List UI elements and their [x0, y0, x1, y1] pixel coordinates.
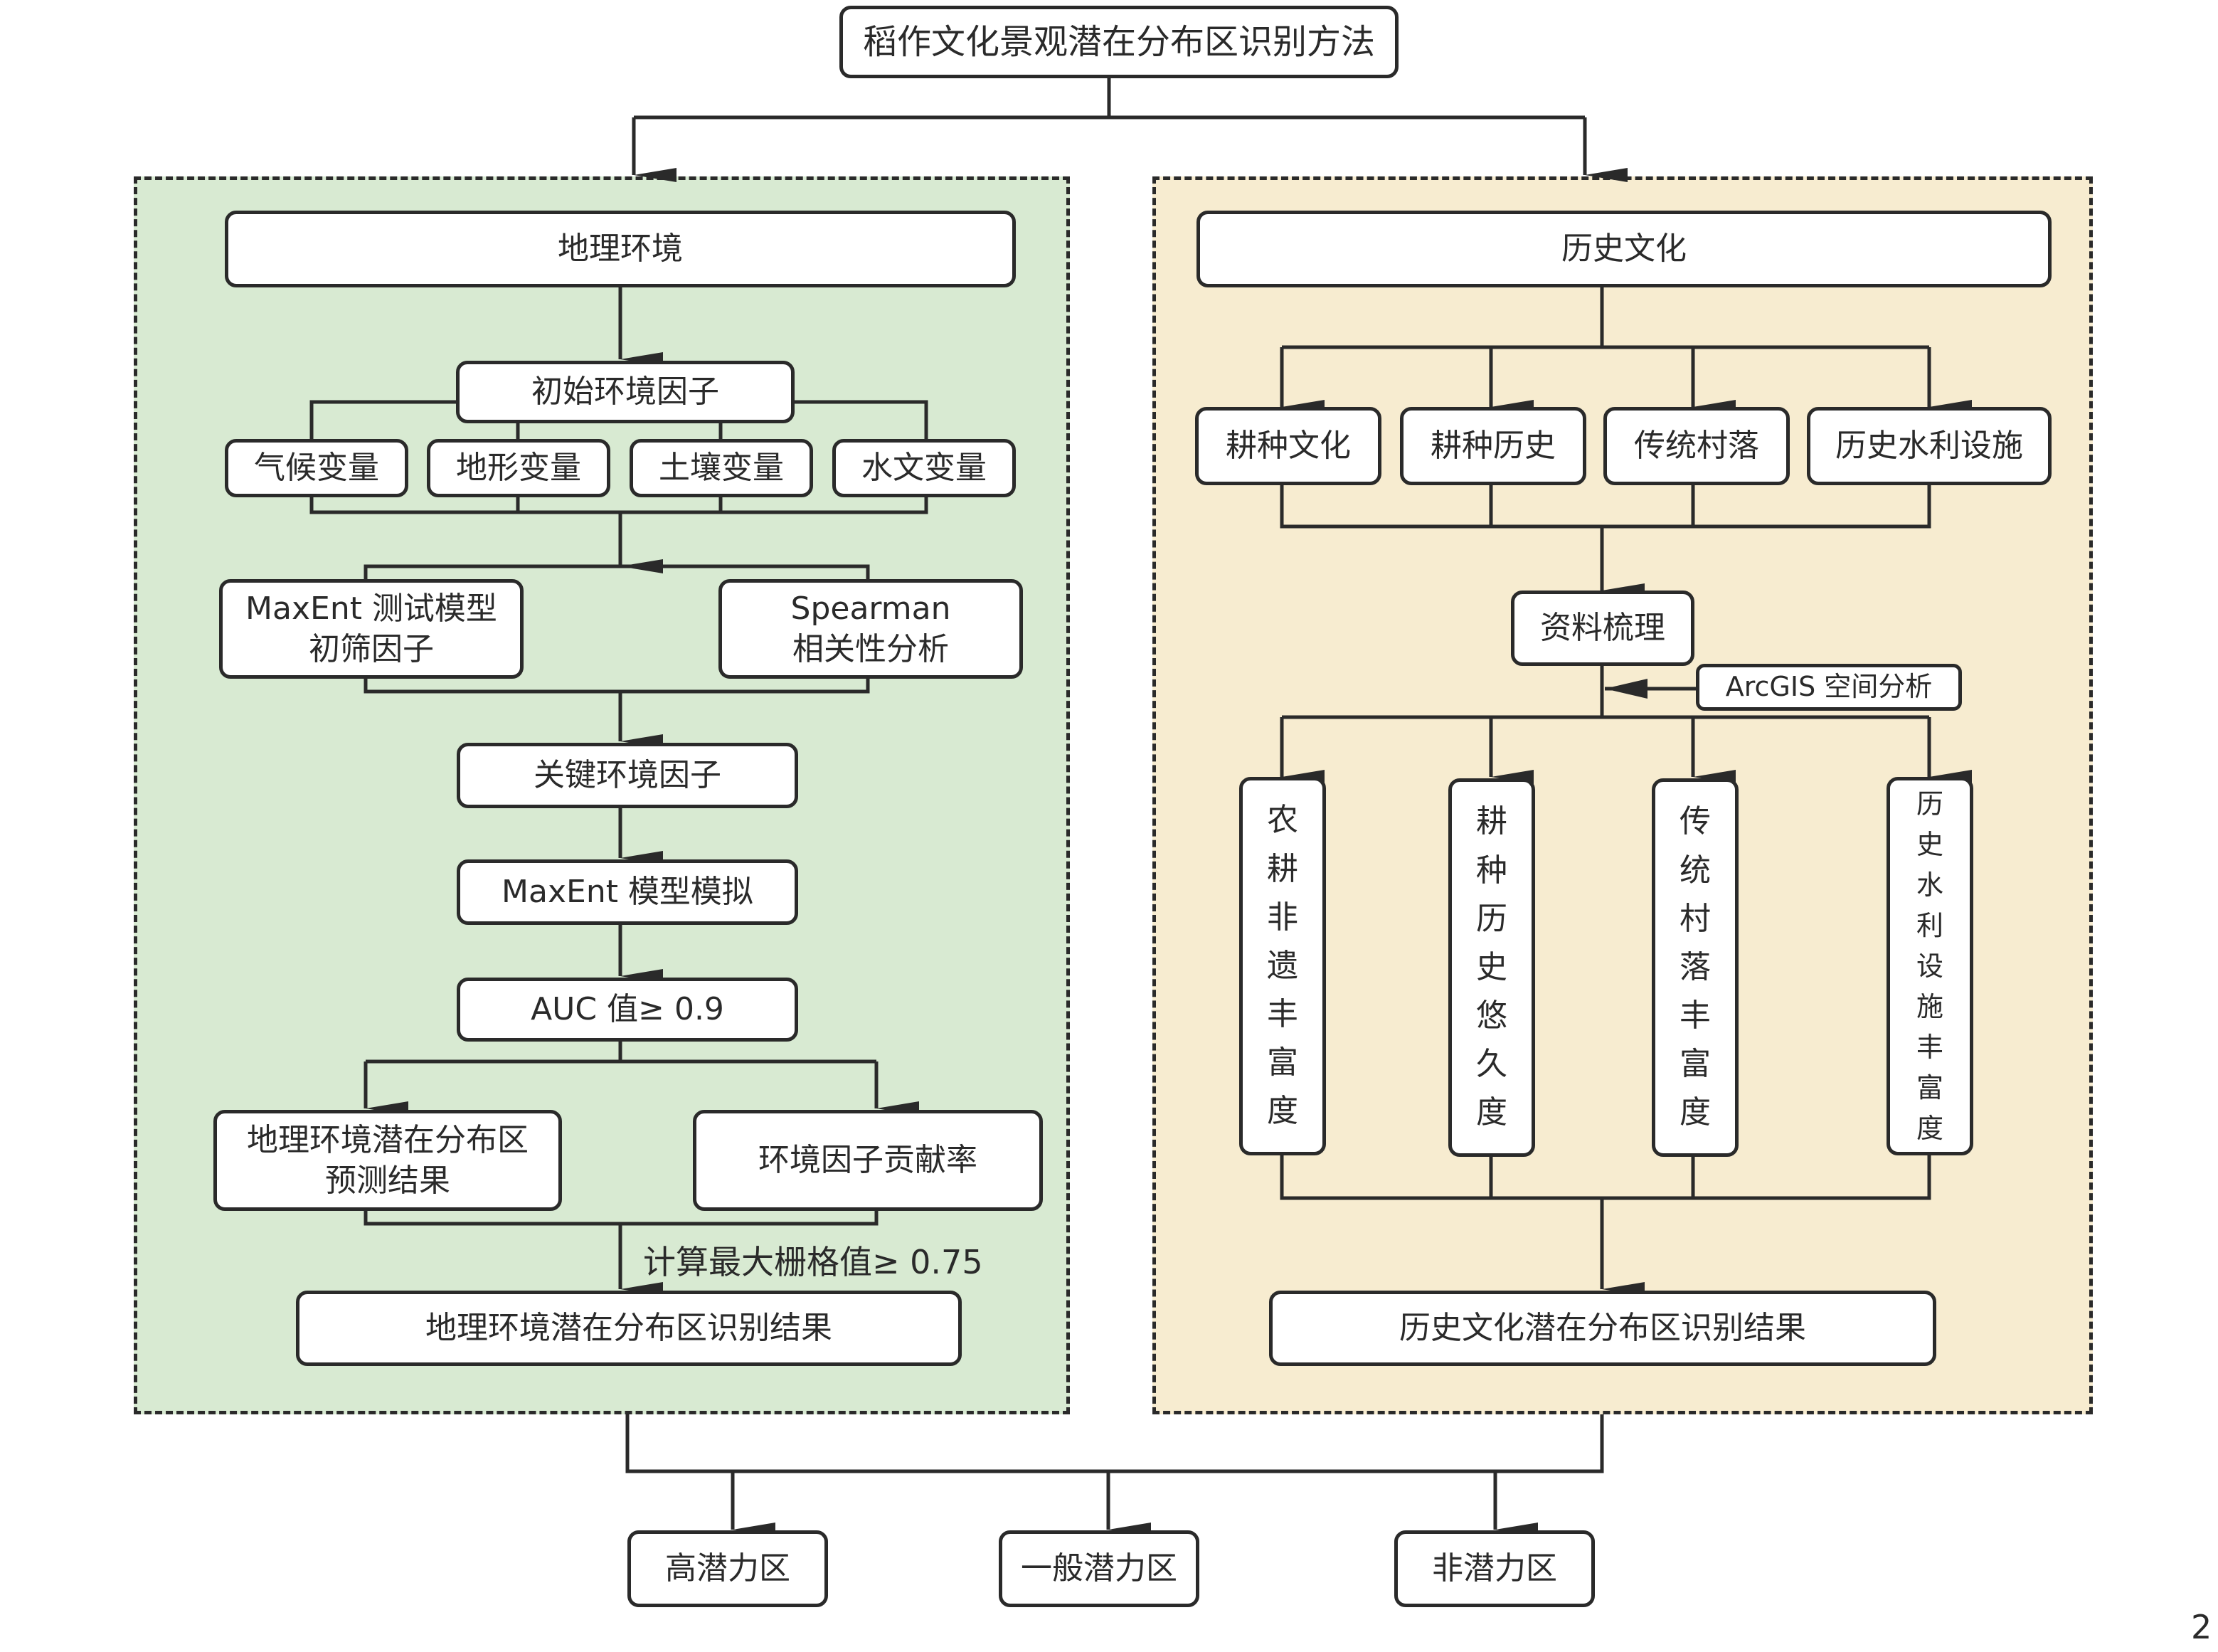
- hist-result-box: 历史文化潜在分布区识别结果: [1269, 1291, 1936, 1366]
- vertical-label-char: 非: [1267, 899, 1298, 936]
- vertical-label-char: 丰: [1267, 996, 1298, 1033]
- spearman-analysis-box: Spearman 相关性分析: [718, 579, 1023, 679]
- vertical-label-char: 历: [1916, 788, 1943, 820]
- maxent-simulation-box: MaxEnt 模型模拟: [457, 859, 798, 925]
- vertical-label-char: 村: [1680, 900, 1711, 937]
- vertical-label-char: 施: [1916, 990, 1943, 1022]
- variable-label: 地形变量: [456, 450, 581, 487]
- climate-variable-box: 气候变量: [225, 439, 408, 497]
- farming-history-box: 耕种历史: [1400, 407, 1586, 485]
- traditional-village-box: 传统村落: [1603, 407, 1790, 485]
- terrain-variable-box: 地形变量: [427, 439, 610, 497]
- geo-header: 地理环境: [558, 231, 683, 268]
- method-title-box: 稻作文化景观潜在分布区识别方法: [839, 6, 1399, 78]
- vertical-label-char: 历: [1476, 900, 1507, 937]
- variable-label: 土壤变量: [659, 450, 784, 487]
- category-label: 历史水利设施: [1835, 428, 2023, 465]
- farming-culture-box: 耕种文化: [1195, 407, 1381, 485]
- prediction-result-box: 地理环境潜在分布区 预测结果: [213, 1110, 562, 1211]
- vertical-label-char: 史: [1476, 948, 1507, 985]
- vertical-label-char: 传: [1680, 803, 1711, 840]
- vertical-label-char: 度: [1476, 1094, 1507, 1131]
- page-number: 2: [2191, 1608, 2212, 1646]
- vertical-label-char: 设: [1916, 950, 1943, 982]
- soil-variable-box: 土壤变量: [630, 439, 813, 497]
- vertical-label-char: 度: [1680, 1094, 1711, 1131]
- vertical-label-char: 史: [1916, 828, 1943, 860]
- arcgis-analysis-label: ArcGIS 空间分析: [1725, 671, 1933, 703]
- high-potential-zone-box: 高潜力区: [627, 1530, 828, 1607]
- vertical-label-char: 丰: [1916, 1031, 1943, 1063]
- factor-contribution-box: 环境因子贡献率: [693, 1110, 1043, 1211]
- threshold-note: 计算最大栅格值≥ 0.75: [643, 1243, 983, 1281]
- arcgis-analysis-box: ArcGIS 空间分析: [1696, 664, 1962, 711]
- spearman-analysis-label: Spearman 相关性分析: [790, 590, 951, 667]
- hydrology-variable-box: 水文变量: [832, 439, 1016, 497]
- connector: [1280, 484, 1931, 529]
- initial-factors-box: 初始环境因子: [456, 361, 795, 423]
- maxent-screening-label: MaxEnt 测试模型 初筛因子: [245, 590, 497, 667]
- vertical-label-char: 遗: [1267, 947, 1298, 984]
- vertical-label-char: 久: [1476, 1046, 1507, 1083]
- vertical-label-char: 利: [1916, 909, 1943, 941]
- geo-result-box: 地理环境潜在分布区识别结果: [296, 1291, 962, 1366]
- vertical-label-char: 种: [1476, 852, 1507, 889]
- vertical-label-char: 农: [1267, 802, 1298, 839]
- vertical-label-char: 悠: [1476, 997, 1507, 1034]
- vertical-label-char: 富: [1267, 1044, 1298, 1081]
- connector: [309, 400, 456, 439]
- geo-header-box: 地理环境: [225, 211, 1016, 287]
- variable-label: 气候变量: [254, 450, 379, 487]
- vertical-label-char: 耕: [1476, 803, 1507, 840]
- vertical-label-char: 富: [1916, 1071, 1943, 1103]
- auc-box: AUC 值≥ 0.9: [457, 978, 798, 1042]
- geo-result-label: 地理环境潜在分布区识别结果: [425, 1310, 832, 1347]
- non-potential-zone-box: 非潜力区: [1394, 1530, 1595, 1607]
- prediction-result-label: 地理环境潜在分布区 预测结果: [247, 1121, 529, 1199]
- outcome-label: 非潜力区: [1432, 1550, 1557, 1587]
- farming-heritage-richness-box: 农耕非遗丰富度: [1239, 777, 1326, 1155]
- connector: [1280, 1154, 1931, 1200]
- vertical-label-char: 统: [1680, 852, 1711, 889]
- outcome-label: 高潜力区: [665, 1550, 790, 1587]
- connector: [364, 677, 870, 694]
- key-factors-box: 关键环境因子: [457, 743, 798, 808]
- water-facility-richness-box: 历史水利设施丰富度: [1887, 777, 1973, 1155]
- historical-water-facility-box: 历史水利设施: [1807, 407, 2052, 485]
- hist-result-label: 历史文化潜在分布区识别结果: [1399, 1310, 1806, 1347]
- data-sorting-label: 资料梳理: [1540, 610, 1665, 647]
- traditional-village-richness-box: 传统村落丰富度: [1652, 778, 1739, 1157]
- vertical-label-char: 水: [1916, 869, 1943, 901]
- variable-label: 水文变量: [861, 450, 987, 487]
- method-title: 稻作文化景观潜在分布区识别方法: [862, 21, 1375, 62]
- category-label: 耕种历史: [1431, 428, 1556, 465]
- vertical-label-char: 落: [1680, 948, 1711, 985]
- maxent-screening-box: MaxEnt 测试模型 初筛因子: [219, 579, 524, 679]
- outcome-label: 一般潜力区: [1021, 1550, 1177, 1587]
- connector: [793, 400, 928, 439]
- hist-header-box: 历史文化: [1196, 211, 2052, 287]
- data-sorting-box: 资料梳理: [1511, 591, 1694, 666]
- general-potential-zone-box: 一般潜力区: [999, 1530, 1199, 1607]
- key-factors-label: 关键环境因子: [534, 757, 721, 794]
- vertical-label-char: 丰: [1680, 997, 1711, 1034]
- auc-label: AUC 值≥ 0.9: [531, 991, 724, 1028]
- farming-history-duration-box: 耕种历史悠久度: [1448, 778, 1535, 1157]
- connector: [309, 496, 928, 514]
- category-label: 传统村落: [1634, 428, 1759, 465]
- vertical-label-char: 度: [1267, 1093, 1298, 1130]
- vertical-label-char: 富: [1680, 1046, 1711, 1083]
- initial-factors-label: 初始环境因子: [531, 374, 719, 411]
- vertical-label-char: 耕: [1267, 850, 1298, 887]
- factor-contribution-label: 环境因子贡献率: [758, 1142, 977, 1179]
- category-label: 耕种文化: [1226, 428, 1351, 465]
- connector: [625, 1414, 1604, 1473]
- connector: [364, 564, 870, 579]
- hist-header: 历史文化: [1561, 231, 1687, 268]
- maxent-simulation-label: MaxEnt 模型模拟: [502, 874, 753, 911]
- vertical-label-char: 度: [1916, 1112, 1943, 1144]
